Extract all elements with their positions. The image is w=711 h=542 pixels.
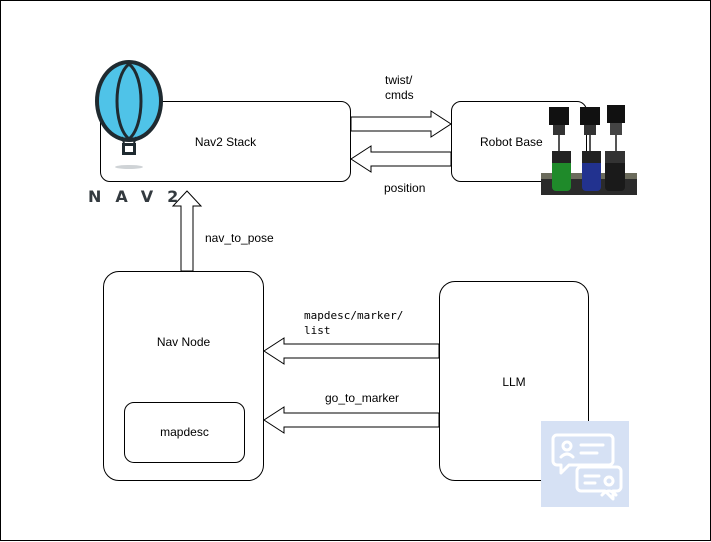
position-arrow bbox=[350, 145, 452, 173]
robot-base-label: Robot Base bbox=[480, 135, 543, 149]
llm-label: LLM bbox=[502, 375, 526, 389]
nav2-stack-node: Nav2 Stack bbox=[100, 101, 351, 182]
position-label: position bbox=[384, 181, 426, 195]
twist-cmds-arrow bbox=[350, 110, 452, 138]
nav-node: Nav Node mapdesc bbox=[103, 271, 264, 481]
llm-node: LLM bbox=[439, 281, 589, 481]
nav-node-label: Nav Node bbox=[156, 335, 211, 349]
mapdesc-label: mapdesc bbox=[160, 425, 209, 439]
mapdesc-node: mapdesc bbox=[124, 402, 245, 463]
robot-base-node: Robot Base bbox=[451, 101, 587, 182]
go-to-marker-arrow bbox=[263, 406, 440, 434]
mapdesc-marker-list-arrow bbox=[263, 337, 440, 365]
nav2-logo-text: NAV2 bbox=[88, 187, 193, 206]
nav2-stack-label: Nav2 Stack bbox=[194, 135, 257, 149]
nav-to-pose-label: nav_to_pose bbox=[205, 231, 274, 245]
go-to-marker-label: go_to_marker bbox=[325, 391, 400, 405]
mapdesc-marker-list-label: mapdesc/marker/ list bbox=[304, 309, 404, 337]
twist-cmds-label: twist/ cmds bbox=[385, 73, 414, 102]
nav-to-pose-arrow bbox=[171, 190, 203, 272]
